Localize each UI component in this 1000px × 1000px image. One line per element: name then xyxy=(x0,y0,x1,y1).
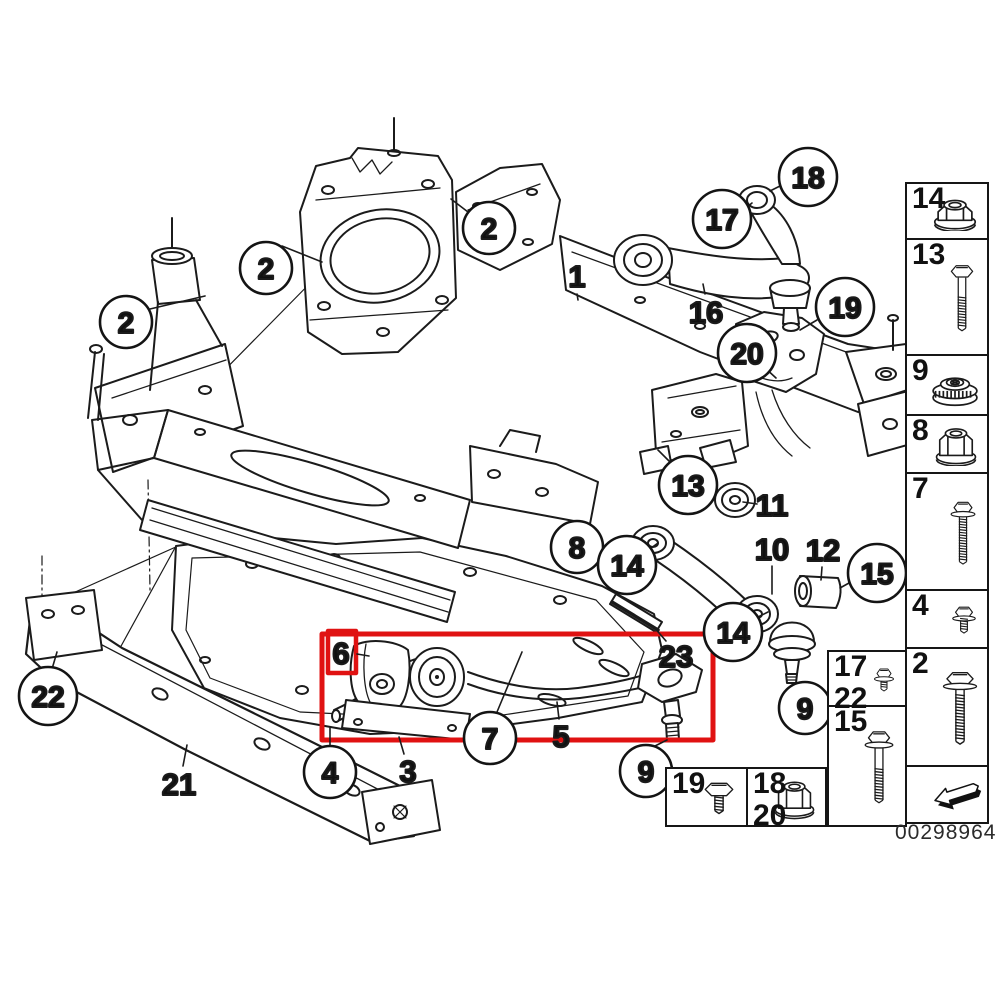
callout-label-8: 8 xyxy=(569,532,586,565)
part-number: 00298964 xyxy=(895,821,997,844)
callout-label-18: 18 xyxy=(791,162,824,195)
leader-line-3 xyxy=(399,737,404,754)
leader-line-9a xyxy=(655,740,667,746)
legend-label-20: 20 xyxy=(753,799,787,832)
callout-label-17: 17 xyxy=(705,204,738,237)
callout-label-15: 15 xyxy=(860,558,893,591)
callout-label-3: 3 xyxy=(399,754,416,789)
legend-label-8: 8 xyxy=(912,414,929,447)
callout-label-9b: 9 xyxy=(797,693,814,726)
legend-label-19: 19 xyxy=(672,767,706,800)
leader-line-1 xyxy=(577,294,578,300)
callout-label-2b: 2 xyxy=(258,253,275,286)
legend-cell-direction-arrow xyxy=(905,765,989,824)
legend-label-17: 17 xyxy=(834,650,868,683)
legend-label-4: 4 xyxy=(912,589,929,622)
flange-bolt-long-icon xyxy=(944,479,982,585)
callout-circle-19 xyxy=(816,278,874,336)
callout-label-4: 4 xyxy=(322,757,339,790)
legend-label-18: 18 xyxy=(753,767,787,800)
leader-line-7 xyxy=(497,652,522,712)
legend-label-15: 15 xyxy=(834,705,868,738)
callout-label-23: 23 xyxy=(659,639,693,674)
callout-label-7: 7 xyxy=(482,723,499,756)
callout-circle-2c xyxy=(463,202,515,254)
callout-circle-18 xyxy=(779,148,837,206)
legend-cell-4: 4 xyxy=(905,589,989,649)
callout-circle-14b xyxy=(704,603,762,661)
legend-cell-15: 15 xyxy=(827,705,907,827)
callout-label-1: 1 xyxy=(568,259,585,294)
callout-circle-2b xyxy=(240,242,292,294)
legend-cell-7: 7 xyxy=(905,472,989,591)
leader-line-19 xyxy=(800,320,817,330)
highlight-box-main xyxy=(319,631,716,743)
callout-label-5: 5 xyxy=(552,719,569,754)
flange-bolt-xl-icon xyxy=(938,654,982,760)
stabilizer-bar-art xyxy=(332,641,702,741)
leader-line-5 xyxy=(557,702,559,719)
callout-label-6: 6 xyxy=(332,636,349,671)
legend-label-14: 14 xyxy=(912,182,946,215)
callout-circle-14a xyxy=(598,536,656,594)
callout-label-10: 10 xyxy=(755,532,789,567)
callout-label-20: 20 xyxy=(730,338,763,371)
leader-line-15 xyxy=(840,583,849,588)
callout-label-13: 13 xyxy=(671,470,704,503)
callout-label-9a: 9 xyxy=(638,756,655,789)
callout-circle-2a xyxy=(100,296,152,348)
legend-label-2: 2 xyxy=(912,647,929,680)
legend-cell-9: 9 xyxy=(905,354,989,416)
legend-label-13: 13 xyxy=(912,238,946,271)
leader-line-2c xyxy=(451,199,468,212)
legend-label-22: 22 xyxy=(834,682,868,715)
flange-bolt-short-icon xyxy=(946,595,982,643)
legend-cell-19: 19 xyxy=(665,767,748,827)
callout-label-11: 11 xyxy=(756,488,789,523)
legend-cell-14: 14 xyxy=(905,182,989,240)
callout-label-2a: 2 xyxy=(118,307,135,340)
leader-line-2b xyxy=(282,246,322,262)
callout-label-14a: 14 xyxy=(610,550,644,583)
flange-bolt-xlong-icon xyxy=(858,710,900,822)
hex-bolt-stub-icon xyxy=(697,773,741,821)
leader-line-11 xyxy=(743,502,757,504)
callout-label-16: 16 xyxy=(689,295,723,330)
legend-cell-2: 2 xyxy=(905,647,989,767)
leader-line-23 xyxy=(653,626,666,641)
subframe-mid-art xyxy=(88,218,748,622)
hex-bolt-long-icon xyxy=(942,245,982,349)
legend-cell-8: 8 xyxy=(905,414,989,474)
callout-label-12: 12 xyxy=(806,533,840,568)
callout-circle-17 xyxy=(693,190,751,248)
callout-circle-20 xyxy=(718,324,776,382)
legend-label-9: 9 xyxy=(912,354,929,387)
lock-nut-large-icon xyxy=(769,773,820,821)
callout-circle-22 xyxy=(19,667,77,725)
leader-line-13 xyxy=(658,450,670,462)
leader-line-6 xyxy=(357,654,369,656)
callout-circle-7 xyxy=(464,712,516,764)
leader-line-16 xyxy=(703,284,705,294)
callout-label-19: 19 xyxy=(828,292,861,325)
lock-nut-icon xyxy=(930,422,982,467)
legend-label-7: 7 xyxy=(912,472,929,505)
callout-label-21: 21 xyxy=(162,767,196,802)
callout-label-2c: 2 xyxy=(481,213,498,246)
legend-cell-13: 13 xyxy=(905,238,989,356)
leader-line-2a xyxy=(150,296,205,309)
callout-label-22: 22 xyxy=(31,681,64,714)
leader-line-12 xyxy=(821,567,822,580)
callout-label-14b: 14 xyxy=(716,617,750,650)
callout-circle-4 xyxy=(304,746,356,798)
highlight-box-label xyxy=(325,628,359,676)
flange-bolt-medium-icon xyxy=(868,656,900,702)
callout-circle-13 xyxy=(659,456,717,514)
direction-arrow-icon xyxy=(929,770,983,819)
leader-line-21 xyxy=(183,745,187,766)
collar-nut-icon xyxy=(928,361,982,409)
